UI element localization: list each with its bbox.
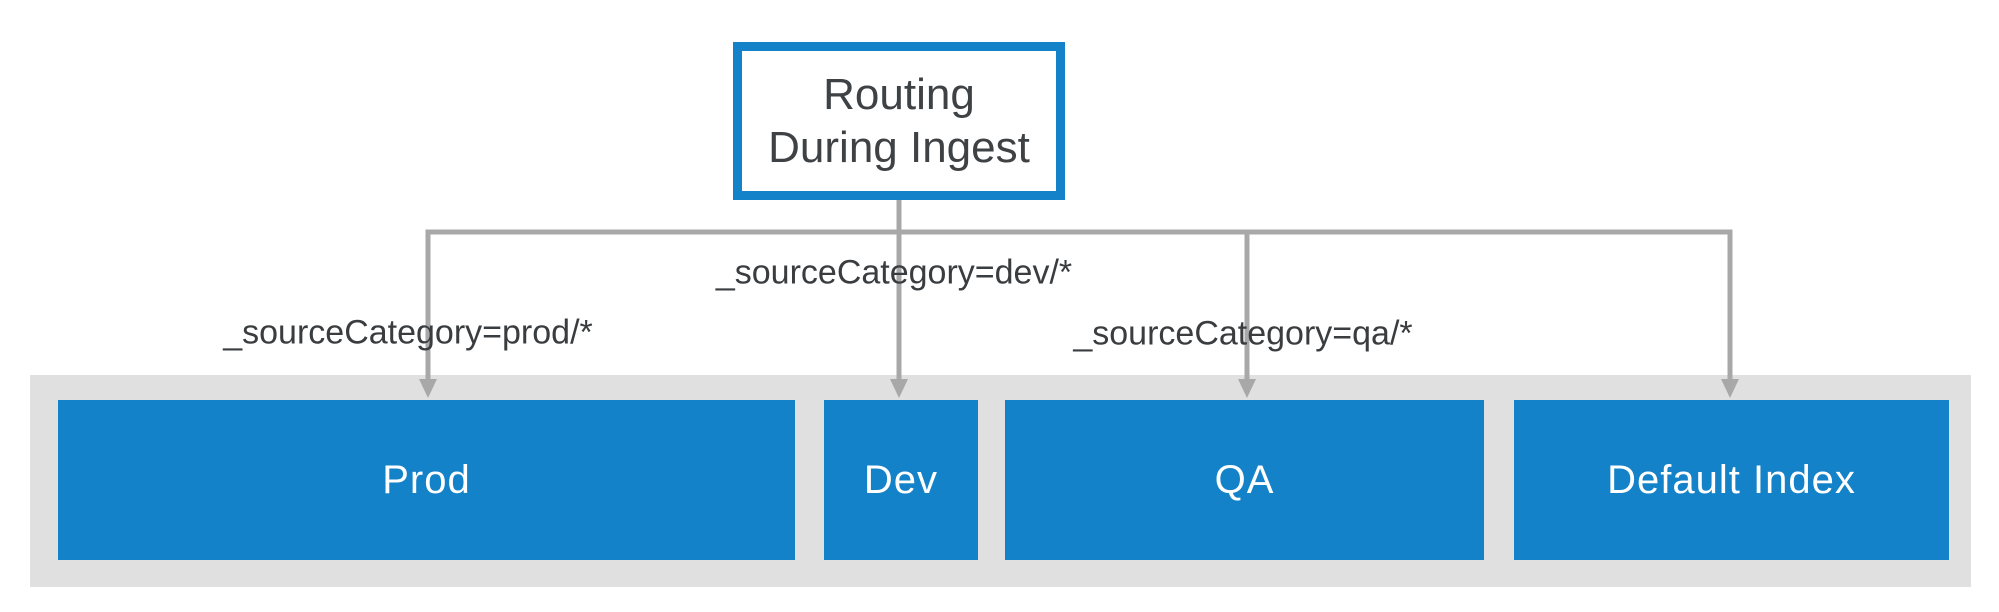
index-node-default-index: Default Index: [1514, 400, 1949, 560]
index-node-dev: Dev: [824, 400, 978, 560]
connector-rail: [425, 229, 1733, 382]
arrowhead-default-icon: [1721, 379, 1739, 398]
edge-label-dev: _sourceCategory=dev/*: [715, 253, 1073, 292]
index-band: Prod Dev QA Default Index: [30, 375, 1971, 587]
arrowhead-prod-icon: [419, 379, 437, 398]
root-node-title-line2: During Ingest: [768, 123, 1030, 172]
arrowhead-dev-icon: [890, 379, 908, 398]
index-node-qa: QA: [1005, 400, 1484, 560]
root-node-routing-during-ingest: Routing During Ingest: [733, 42, 1065, 200]
index-node-prod: Prod: [58, 400, 795, 560]
arrowhead-qa-icon: [1238, 379, 1256, 398]
edge-label-prod: _sourceCategory=prod/*: [223, 313, 593, 352]
edge-label-qa: _sourceCategory=qa/*: [1073, 314, 1413, 353]
root-node-title-line1: Routing: [823, 70, 975, 119]
